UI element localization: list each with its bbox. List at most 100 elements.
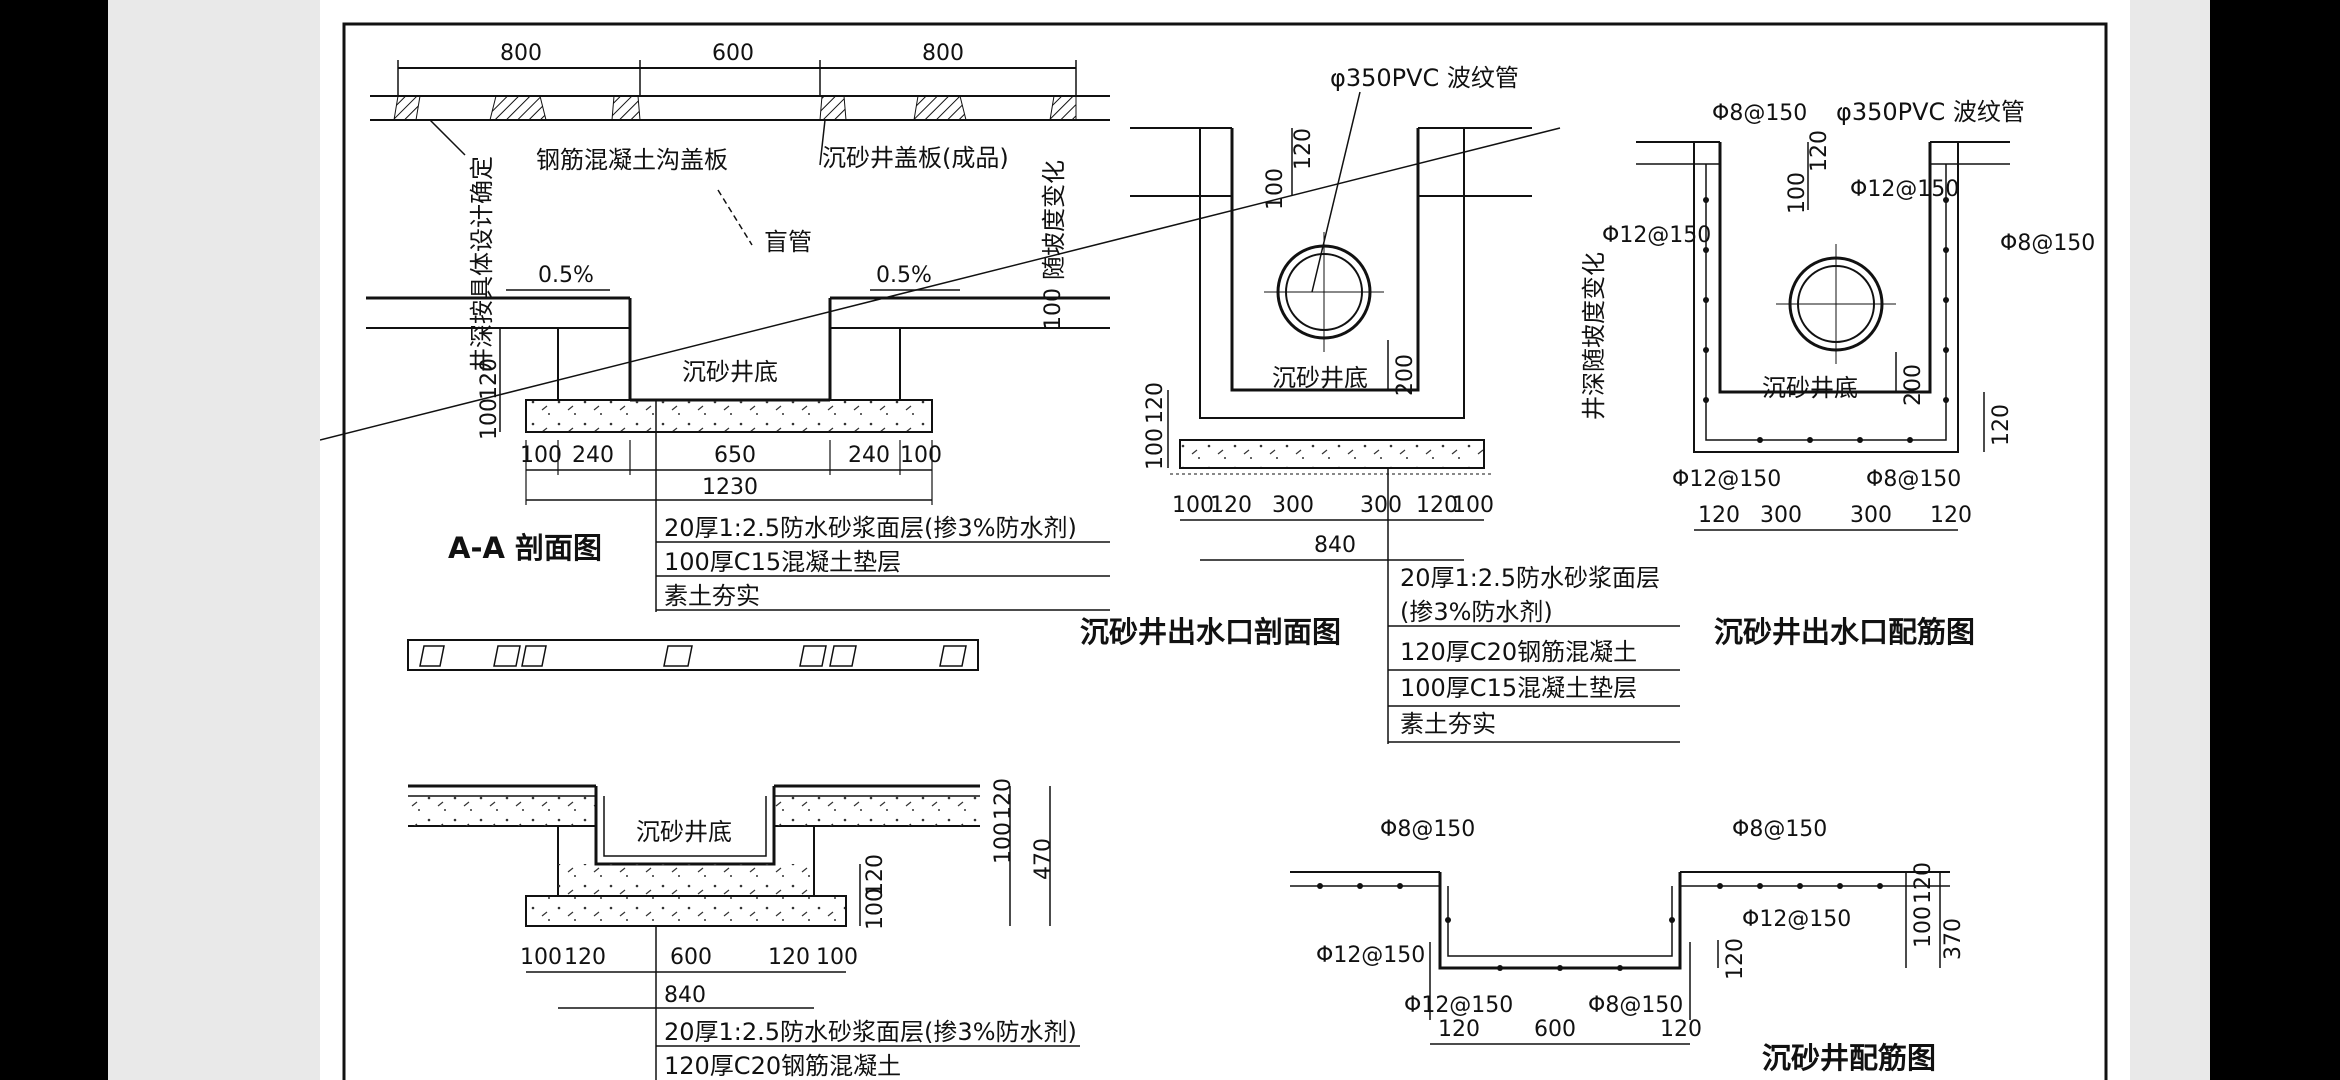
outlet-layer-4: 素土夯实 — [1400, 710, 1496, 738]
aa-side-dim-2: 100 — [477, 398, 502, 440]
aa-bottom-dim-5: 100 — [900, 443, 942, 468]
outlet-total-width: 840 — [1314, 533, 1356, 558]
aa-slope-right: 0.5% — [876, 263, 932, 288]
well-rebar-bar-3: Φ12@150 — [1742, 907, 1851, 932]
aa-cover-slab-label: 钢筋混凝土沟盖板 — [536, 146, 728, 174]
outlet-rebar-top-dim-2: 100 — [1785, 172, 1810, 214]
well-rebar-bar-1: Φ8@150 — [1380, 817, 1475, 842]
outlet-rebar-bar-1: Φ8@150 — [1712, 101, 1807, 126]
aa-bottom-dim-1: 100 — [520, 443, 562, 468]
outlet-section: φ350PVC 波纹管 120 100 — [320, 64, 1680, 744]
outlet-bottom-dim-5: 120 — [1416, 493, 1458, 518]
well-right-dim-2: 100 — [991, 822, 1016, 864]
aa-section-title: A-A 剖面图 — [448, 531, 602, 565]
outlet-top-dim-1: 120 — [1291, 128, 1316, 170]
outlet-rebar-pipe-label: φ350PVC 波纹管 — [1836, 98, 2025, 126]
outlet-rebar: φ350PVC 波纹管 Φ8@150 Φ12@150 Φ12@150 Φ8@15… — [1602, 98, 2095, 649]
outlet-rebar-bottom-dim-1: 120 — [1698, 503, 1740, 528]
aa-layer-3: 素土夯实 — [664, 582, 760, 610]
aa-slope-note: 随坡度变化 — [1040, 160, 1068, 280]
well-total-width: 840 — [664, 983, 706, 1008]
outlet-rebar-floor-dim: 200 — [1901, 364, 1926, 406]
aa-base-slab — [525, 399, 933, 433]
well-section: 沉砂井底 120 100 470 120 100 100 120 600 120… — [408, 778, 1080, 1080]
aa-section: 800 600 800 钢筋混凝土沟盖板 沉砂井盖板(成品) 井深按具体设计确定 — [366, 41, 1110, 612]
outlet-rebar-title: 沉砂井出水口配筋图 — [1714, 615, 1975, 649]
well-bottom-label: 沉砂井底 — [636, 818, 732, 846]
aa-slab-block — [393, 95, 421, 121]
outlet-top-dim-2: 100 — [1263, 168, 1288, 210]
outlet-rebar-bottom-dim-3: 300 — [1850, 503, 1892, 528]
well-rebar-bottom-dim-3: 120 — [1660, 1017, 1702, 1042]
outlet-rebar-bottom-dim-2: 300 — [1760, 503, 1802, 528]
drawing-canvas: 800 600 800 钢筋混凝土沟盖板 沉砂井盖板(成品) 井深按具体设计确定 — [320, 22, 2108, 1080]
well-rebar-bar-5: Φ12@150 — [1404, 993, 1513, 1018]
aa-well-cover-label: 沉砂井盖板(成品) — [822, 144, 1009, 172]
well-rebar-inner-dim: 120 — [1723, 938, 1748, 980]
viewer-left-black-bar — [0, 0, 108, 1080]
aa-slab-block — [1049, 95, 1077, 121]
well-bottom-dim-4: 120 — [768, 945, 810, 970]
aa-top-dim-1: 800 — [500, 41, 542, 66]
outlet-rebar-top-dim-1: 120 — [1807, 130, 1832, 172]
aa-slab-block — [819, 95, 847, 121]
outlet-rebar-bar-2: Φ12@150 — [1850, 177, 1959, 202]
well-layer-1: 20厚1:2.5防水砂浆面层(掺3%防水剂) — [664, 1018, 1077, 1046]
viewer-right-margin — [2130, 0, 2210, 1080]
outlet-rebar-bottom-dim-4: 120 — [1930, 503, 1972, 528]
outlet-rebar-well-bottom-label: 沉砂井底 — [1762, 374, 1858, 402]
aa-top-dim-2: 600 — [712, 41, 754, 66]
aa-blind-pipe-label: 盲管 — [764, 228, 812, 256]
well-rebar-bar-6: Φ8@150 — [1588, 993, 1683, 1018]
well-base-dim-2: 100 — [863, 888, 888, 930]
aa-depth-note: 井深按具体设计确定 — [468, 156, 496, 372]
drawing-sheet[interactable]: 800 600 800 钢筋混凝土沟盖板 沉砂井盖板(成品) 井深按具体设计确定 — [320, 0, 2130, 1080]
well-rebar-right-dim-3: 370 — [1941, 918, 1966, 960]
outlet-floor-dim: 200 — [1393, 354, 1418, 396]
well-rebar: Φ8@150 Φ8@150 Φ12@150 Φ12@150 Φ12@150 Φ8… — [1290, 817, 1966, 1075]
outlet-bottom-dim-1: 100 — [1172, 493, 1214, 518]
well-bottom-dim-2: 120 — [564, 945, 606, 970]
outlet-left-dim-2: 100 — [1143, 428, 1168, 470]
aa-slope-left: 0.5% — [538, 263, 594, 288]
outlet-rebar-bar-5: Φ12@150 — [1672, 467, 1781, 492]
well-rebar-title: 沉砂井配筋图 — [1762, 1041, 1936, 1075]
outlet-layer-1b: (掺3%防水剂) — [1400, 598, 1553, 626]
well-rebar-bar-4: Φ12@150 — [1316, 943, 1425, 968]
well-rebar-right-dim-2: 100 — [1911, 906, 1936, 948]
well-bottom-dim-1: 100 — [520, 945, 562, 970]
outlet-rebar-right-dim: 120 — [1989, 404, 2014, 446]
outlet-section-title: 沉砂井出水口剖面图 — [1080, 615, 1341, 649]
outlet-layer-2: 120厚C20钢筋混凝土 — [1400, 638, 1637, 666]
aa-bottom-dim-3: 650 — [714, 443, 756, 468]
aa-slab-block — [489, 95, 547, 121]
aa-bottom-dim-2: 240 — [572, 443, 614, 468]
well-bottom-dim-5: 100 — [816, 945, 858, 970]
aa-side-dim-5: 100 — [1041, 288, 1066, 330]
viewer-left-margin — [108, 0, 320, 1080]
aa-top-dim-3: 800 — [922, 41, 964, 66]
well-bottom-dim-3: 600 — [670, 945, 712, 970]
aa-side-dim-1: 120 — [477, 358, 502, 400]
outlet-base-slab — [1179, 439, 1485, 469]
outlet-bottom-dim-4: 300 — [1360, 493, 1402, 518]
aa-slab-block — [913, 95, 967, 121]
outlet-rebar-bar-6: Φ8@150 — [1866, 467, 1961, 492]
well-base-dim-1: 120 — [863, 854, 888, 896]
aa-layer-1: 20厚1:2.5防水砂浆面层(掺3%防水剂) — [664, 514, 1077, 542]
well-right-dim-1: 120 — [991, 778, 1016, 820]
sheet-frame — [342, 22, 2108, 1080]
outlet-slope-note: 井深随坡度变化 — [1580, 252, 1608, 420]
aa-well-bottom-label: 沉砂井底 — [682, 358, 778, 386]
well-right-dim-3: 470 — [1031, 838, 1056, 880]
aa-total-width: 1230 — [702, 475, 758, 500]
outlet-bottom-dim-6: 100 — [1452, 493, 1494, 518]
outlet-bottom-dim-3: 300 — [1272, 493, 1314, 518]
well-base-slab — [525, 895, 847, 927]
viewer-right-black-bar — [2210, 0, 2340, 1080]
well-rebar-bottom-dim-2: 600 — [1534, 1017, 1576, 1042]
well-layer-2: 120厚C20钢筋混凝土 — [664, 1052, 901, 1080]
outlet-layer-1: 20厚1:2.5防水砂浆面层 — [1400, 564, 1660, 592]
cover-plan-strip — [407, 639, 979, 671]
